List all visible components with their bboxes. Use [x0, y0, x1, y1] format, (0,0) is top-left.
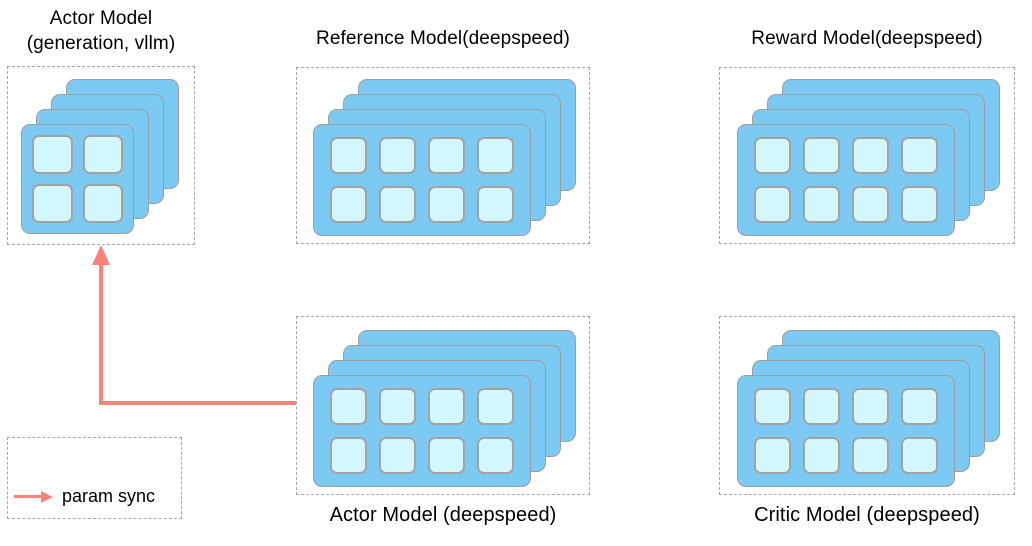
gpu-cell [477, 388, 514, 425]
gpu-card [21, 124, 134, 234]
gpu-cell [330, 437, 367, 474]
gpu-cell [330, 186, 367, 223]
reward-model-title: Reward Model(deepspeed) [751, 28, 983, 49]
gpu-cell [428, 437, 465, 474]
critic-deepspeed-box [719, 316, 1015, 495]
gpu-cell [754, 137, 791, 174]
gpu-cell [803, 137, 840, 174]
reward-model-box [719, 67, 1015, 244]
gpu-cell [330, 137, 367, 174]
gpu-cell [477, 186, 514, 223]
critic-deepspeed-label: Critic Model (deepspeed) [754, 504, 980, 526]
actor-vllm-box [7, 66, 195, 245]
gpu-cell [379, 137, 416, 174]
gpu-card [737, 375, 955, 487]
legend-arrowhead-icon [41, 490, 53, 503]
param-sync-arrow-vertical [99, 262, 103, 405]
gpu-cell [477, 437, 514, 474]
gpu-cell [901, 186, 938, 223]
gpu-cell [428, 186, 465, 223]
gpu-cell [477, 137, 514, 174]
actor-vllm-title: Actor Model (generation, vllm) [0, 6, 202, 56]
gpu-cell [330, 388, 367, 425]
gpu-cell [901, 437, 938, 474]
gpu-cell [852, 437, 889, 474]
gpu-cell [379, 437, 416, 474]
actor-deepspeed-label: Actor Model (deepspeed) [329, 504, 557, 526]
reference-model-title: Reference Model(deepspeed) [316, 28, 570, 49]
gpu-cell [901, 137, 938, 174]
gpu-cell [754, 186, 791, 223]
gpu-cell [803, 186, 840, 223]
param-sync-arrowhead-icon [92, 245, 110, 265]
gpu-cell [379, 388, 416, 425]
gpu-card [313, 124, 531, 236]
gpu-cell [754, 388, 791, 425]
legend-row: param sync [14, 486, 155, 507]
gpu-cell [82, 135, 123, 174]
gpu-cell [32, 135, 73, 174]
gpu-cell [754, 437, 791, 474]
param-sync-arrow-horizontal [99, 401, 296, 405]
gpu-cell [852, 186, 889, 223]
legend-label: param sync [62, 486, 156, 506]
actor-deepspeed-box [296, 316, 590, 495]
gpu-cell [32, 184, 73, 223]
gpu-card [737, 124, 955, 236]
legend-box: param sync [7, 437, 182, 519]
gpu-cell [852, 388, 889, 425]
gpu-cell [379, 186, 416, 223]
param-sync-arrow-icon [14, 490, 53, 503]
reference-model-box [296, 67, 590, 244]
actor-vllm-title-line2: (generation, vllm) [26, 33, 176, 54]
gpu-cell [852, 137, 889, 174]
gpu-cell [803, 437, 840, 474]
gpu-cell [901, 388, 938, 425]
legend-arrow-line [14, 495, 41, 498]
gpu-cell [428, 388, 465, 425]
actor-vllm-title-line1: Actor Model [49, 8, 153, 29]
gpu-card [313, 375, 531, 487]
gpu-cell [803, 388, 840, 425]
gpu-cell [82, 184, 123, 223]
gpu-cell [428, 137, 465, 174]
